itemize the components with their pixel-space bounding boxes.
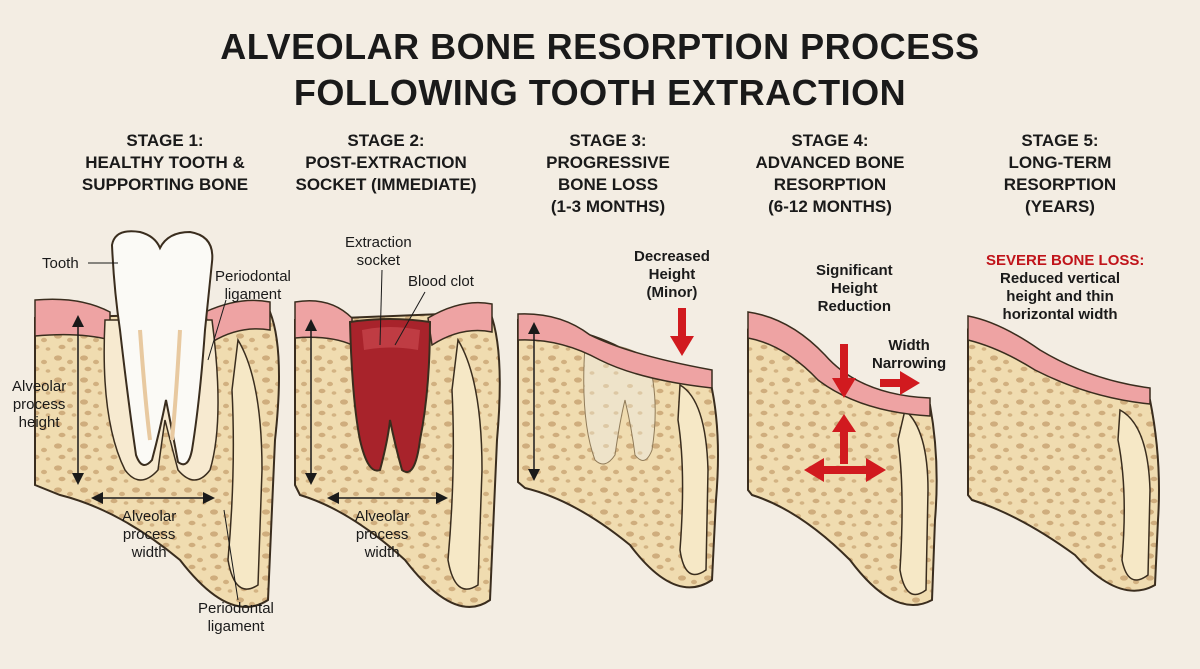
stage-3-illustration [517,313,719,589]
label-periodontal-ligament-bottom: Periodontal ligament [198,600,274,635]
stage-2-title-a: POST-EXTRACTION [305,153,467,172]
label-blood-clot: Blood clot [408,273,474,290]
label-width-narrowing: Width Narrowing [872,337,947,372]
width-narrowing-red-arrow [880,371,920,395]
label-extraction-socket: Extraction socket [345,234,412,269]
diagram-title-line2: FOLLOWING TOOTH EXTRACTION [293,72,907,113]
blood-clot [348,318,432,473]
stage-4-number: STAGE 4: [791,131,869,150]
height-up-red-arrow [832,414,856,464]
blood-clot-highlight [362,327,420,350]
clot-leader-line [394,291,426,346]
stage-1-root-canal [138,329,182,441]
stage-4-title-a: ADVANCED BONE [755,153,905,172]
label-alveolar-width-stage-2: Alveolar process width [355,508,410,561]
stage-5-title-b: RESORPTION [1003,175,1117,194]
stage-2-heading: STAGE 2: POST-EXTRACTION SOCKET (IMMEDIA… [276,130,496,196]
stage-3-period: (1-3 MONTHS) [550,197,666,216]
stage-3-heading: STAGE 3: PROGRESSIVE BONE LOSS (1-3 MONT… [498,130,718,218]
stage-5-heading: STAGE 5: LONG-TERM RESORPTION (YEARS) [950,130,1170,218]
label-severe-bone-loss: SEVERE BONE LOSS: [986,252,1145,269]
label-alveolar-height: Alveolar process height [12,378,67,431]
stage-1-title-b: SUPPORTING BONE [81,175,249,194]
stage-5-period: (YEARS) [1025,197,1095,216]
stage-2-title-b: SOCKET (IMMEDIATE) [295,175,477,194]
stage-4-cortical-plate [897,408,929,596]
width-double-red-arrow [804,458,886,482]
stage-4-gum [747,311,931,417]
label-alveolar-width-stage-1: Alveolar process width [122,508,177,561]
periodontal-leader-bottom [223,509,239,601]
stage-2-cortical-plate [447,337,483,590]
stage-1-tooth [110,230,214,466]
label-periodontal-ligament-top: Periodontal ligament [215,268,291,303]
stage-3-title-b: BONE LOSS [557,175,659,194]
stage-2-gum-right [427,301,493,347]
stage-5-cortical-plate [1117,408,1151,581]
stage-2-number: STAGE 2: [347,131,425,150]
stage-1-heading: STAGE 1: HEALTHY TOOTH & SUPPORTING BONE [55,130,275,196]
stage-1-number: STAGE 1: [126,131,204,150]
stage-1-illustration [34,230,280,608]
stage-1-gum-right [204,299,271,344]
stage-5-gum [967,315,1151,405]
stage-5-number: STAGE 5: [1021,131,1099,150]
stage-3-gum [517,313,713,389]
decreased-height-red-arrow [670,308,694,356]
stage-4-period: (6-12 MONTHS) [768,197,892,216]
stage-1-title-a: HEALTHY TOOTH & [85,153,245,172]
stage-5-illustration [967,315,1160,592]
stage-1-gum [34,298,111,341]
label-significant-height-reduction: Significant Height Reduction [816,262,893,315]
stage-2-bone [294,310,501,608]
label-decreased-height: Decreased Height (Minor) [634,248,710,301]
stage-4-title-b: RESORPTION [773,175,887,194]
stage-3-number: STAGE 3: [569,131,647,150]
stage-3-cortical-plate [677,383,709,576]
label-severe-description: Reduced vertical height and thin horizon… [1000,270,1121,323]
diagram-title-line1: ALVEOLAR BONE RESORPTION PROCESS [220,26,980,67]
socket-leader-line [379,269,383,346]
label-tooth: Tooth [42,255,79,272]
significant-height-red-arrow [832,344,856,398]
stage-2-illustration [294,299,501,608]
stage-5-title-a: LONG-TERM [1008,153,1112,172]
stage-4-heading: STAGE 4: ADVANCED BONE RESORPTION (6-12 … [720,130,940,218]
stage-3-title-a: PROGRESSIVE [546,153,670,172]
periodontal-leader-top [207,299,227,361]
